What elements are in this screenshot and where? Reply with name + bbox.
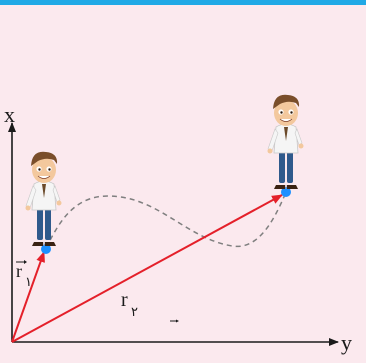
- vector-r2: [11, 194, 283, 343]
- trajectory-path: [45, 191, 287, 249]
- diagram-svg: x y r ۱ r ۲: [4, 94, 352, 355]
- label-r2: r ۲: [121, 289, 179, 323]
- point-1: [41, 244, 51, 254]
- r2-arrow-accent-head: [176, 319, 179, 323]
- r2-subscript: ۲: [131, 304, 138, 319]
- r1-subscript: ۱: [25, 274, 32, 289]
- point-2: [281, 187, 291, 197]
- person-figure-left: [25, 151, 62, 246]
- y-axis-label: y: [341, 330, 352, 355]
- vector-r1: [11, 251, 45, 343]
- label-r1: r ۱: [16, 260, 32, 289]
- r1-arrow-accent-head: [24, 260, 27, 264]
- x-axis-label: x: [4, 102, 15, 127]
- person-figure-right: [267, 94, 304, 189]
- r2-letter: r: [121, 289, 128, 311]
- r1-letter: r: [16, 261, 22, 281]
